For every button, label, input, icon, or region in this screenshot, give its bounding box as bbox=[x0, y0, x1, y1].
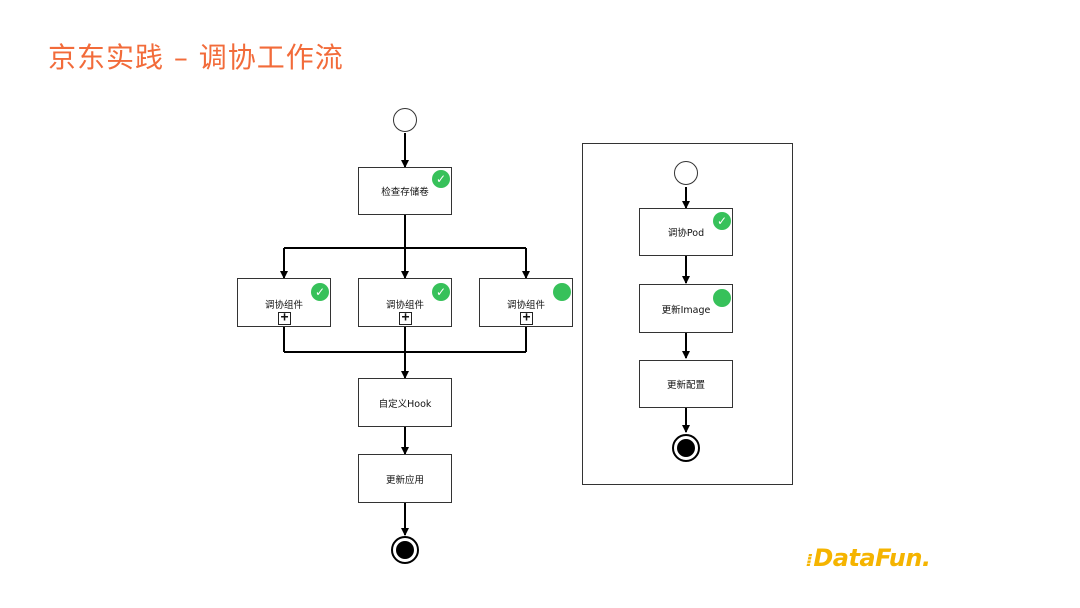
step-update-app: 更新应用 bbox=[358, 454, 452, 503]
checkmark-icon: ✓ bbox=[432, 283, 450, 301]
step-reconcile-pod-label: 调协Pod bbox=[667, 228, 705, 239]
logo-dots-icon: ⁞ bbox=[806, 550, 813, 571]
component-label: 调协组件 bbox=[264, 300, 303, 311]
step-update-image: 更新Image bbox=[639, 284, 733, 333]
page-title: 京东实践 – 调协工作流 bbox=[48, 41, 344, 74]
sub-start-node bbox=[674, 161, 698, 185]
main-end-node bbox=[391, 536, 419, 564]
step-reconcile-component-3: 调协组件 + bbox=[479, 278, 573, 327]
datafun-logo: ⁞DataFun. bbox=[806, 544, 931, 572]
running-status-icon bbox=[713, 289, 731, 307]
expand-plus-icon[interactable]: + bbox=[520, 311, 533, 325]
step-update-config-label: 更新配置 bbox=[666, 380, 705, 391]
checkmark-icon: ✓ bbox=[311, 283, 329, 301]
running-status-icon bbox=[553, 283, 571, 301]
main-start-node bbox=[393, 108, 417, 132]
expand-plus-icon[interactable]: + bbox=[278, 311, 291, 325]
step-check-volume-label: 检查存储卷 bbox=[381, 187, 429, 198]
step-update-app-label: 更新应用 bbox=[385, 474, 424, 486]
logo-text: DataFun. bbox=[813, 544, 931, 572]
component-label: 调协组件 bbox=[385, 300, 424, 311]
component-label: 调协组件 bbox=[506, 300, 545, 311]
subflow-frame bbox=[582, 143, 793, 485]
checkmark-icon: ✓ bbox=[432, 170, 450, 188]
step-update-config: 更新配置 bbox=[639, 360, 733, 408]
step-reconcile-pod: 调协Pod ✓ bbox=[639, 208, 733, 256]
step-check-volume: 检查存储卷 ✓ bbox=[358, 167, 452, 215]
expand-plus-icon[interactable]: + bbox=[399, 311, 412, 325]
step-custom-hook: 自定义Hook bbox=[358, 378, 452, 427]
step-custom-hook-label: 自定义Hook bbox=[378, 398, 432, 410]
step-update-image-label: 更新Image bbox=[661, 304, 711, 316]
step-reconcile-component-2: 调协组件 ✓ + bbox=[358, 278, 452, 327]
step-reconcile-component-1: 调协组件 ✓ + bbox=[237, 278, 331, 327]
sub-end-node bbox=[672, 434, 700, 462]
checkmark-icon: ✓ bbox=[713, 212, 731, 230]
